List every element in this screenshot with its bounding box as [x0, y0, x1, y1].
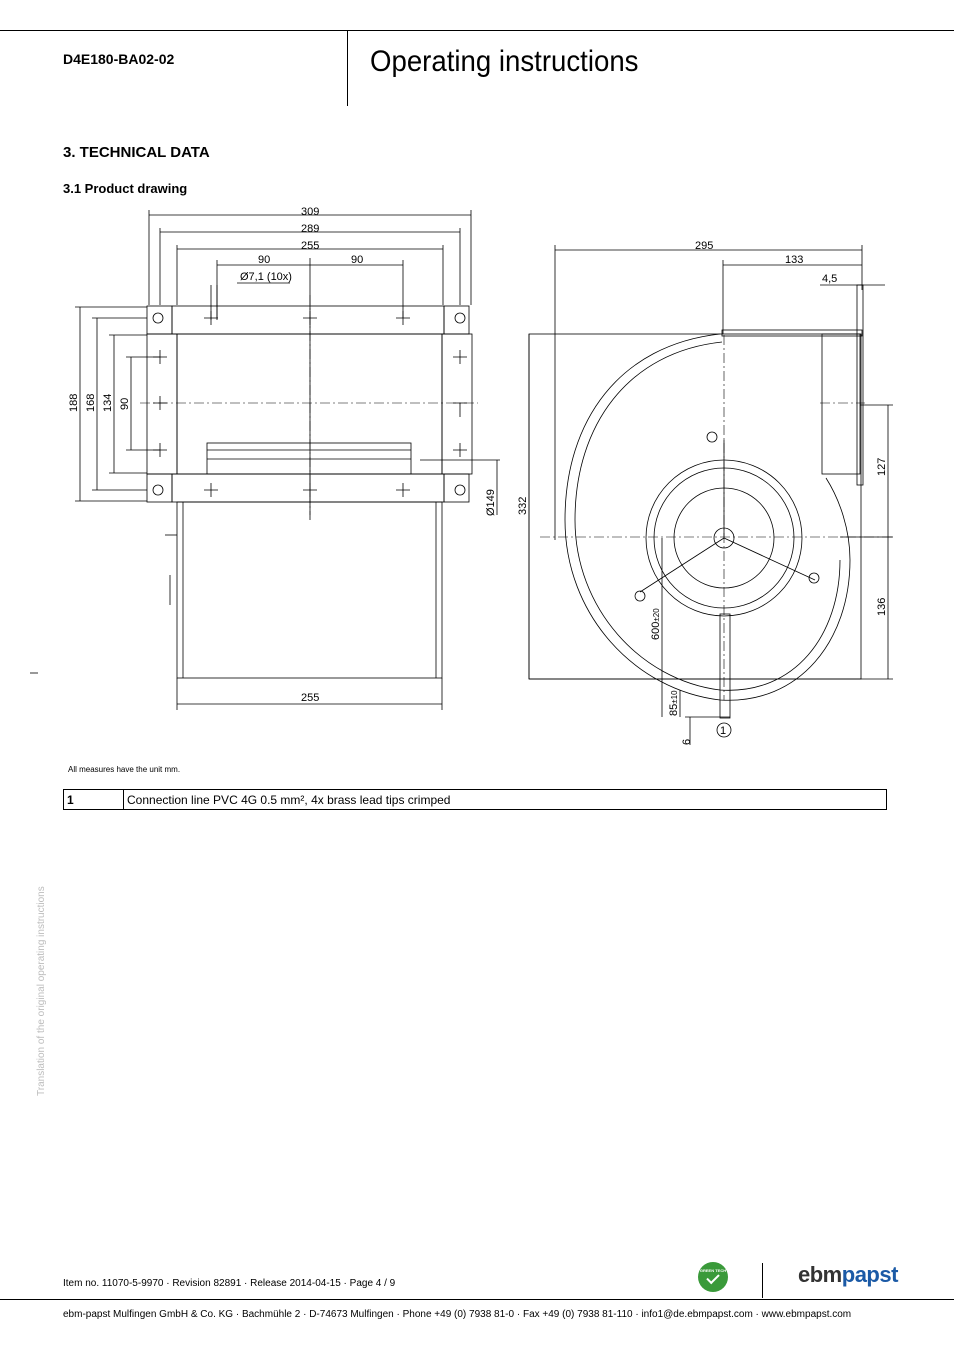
dim-309: 309: [301, 206, 319, 218]
dim-332: 332: [517, 497, 529, 515]
front-width-dimensions: [148, 210, 472, 520]
cable-end-length: 85±10: [668, 690, 680, 716]
callout-1: 1: [720, 725, 726, 737]
mounting-holes: [152, 311, 467, 497]
dim-295: 295: [695, 240, 713, 252]
product-drawing: 309 289 255 90 90 Ø7,1 (10x) 188 168 134…: [30, 206, 895, 745]
legend-row: 1 Connection line PVC 4G 0.5 mm², 4x bra…: [63, 789, 887, 810]
legend-text: Connection line PVC 4G 0.5 mm², 4x brass…: [123, 789, 887, 810]
subsection-heading: 3.1 Product drawing: [63, 181, 188, 196]
legend-table: 1 Connection line PVC 4G 0.5 mm², 4x bra…: [63, 789, 887, 810]
dim-136: 136: [876, 598, 888, 616]
logo-part-papst: papst: [841, 1262, 899, 1287]
logo-part-ebm: ebm: [798, 1262, 842, 1287]
green-tech-label: GREEN TECH: [699, 1268, 727, 1273]
company-info: ebm-papst Mulfingen GmbH & Co. KG · Bach…: [63, 1309, 852, 1320]
dim-6: 6: [681, 739, 693, 745]
footer-rule: [0, 1299, 954, 1300]
item-info: Item no. 11070-5-9970 · Revision 82891 ·…: [63, 1278, 396, 1289]
dim-90-right: 90: [351, 254, 363, 266]
header-top-rule: [0, 30, 954, 31]
legend-number: 1: [63, 789, 124, 810]
side-dimensions: [528, 245, 893, 745]
green-tech-badge: GREEN TECH: [698, 1262, 728, 1292]
dim-188: 188: [68, 394, 80, 412]
header-divider: [347, 30, 348, 106]
cable-length: 600±20: [650, 608, 662, 640]
dim-4-5: 4,5: [822, 273, 837, 285]
dim-168: 168: [85, 394, 97, 412]
ebmpapst-logo: ebmpapst: [798, 1262, 898, 1288]
units-note: All measures have the unit mm.: [68, 765, 181, 774]
front-height-dimensions: [75, 306, 160, 502]
product-code: D4E180-BA02-02: [63, 51, 175, 67]
outlet-diameter: Ø149: [485, 489, 497, 516]
dim-255-bottom: 255: [301, 692, 319, 704]
dim-134: 134: [102, 394, 114, 412]
dim-133: 133: [785, 254, 803, 266]
dim-90-vertical: 90: [119, 398, 131, 410]
translation-note: Translation of the original operating in…: [36, 886, 47, 1096]
dim-255-top: 255: [301, 240, 319, 252]
section-heading: 3. TECHNICAL DATA: [63, 144, 210, 161]
hole-note: Ø7,1 (10x): [240, 271, 292, 283]
dim-127: 127: [876, 458, 888, 476]
dim-289: 289: [301, 223, 319, 235]
page-title: Operating instructions: [370, 45, 639, 78]
footer-divider: [762, 1263, 763, 1298]
dim-90-left: 90: [258, 254, 270, 266]
